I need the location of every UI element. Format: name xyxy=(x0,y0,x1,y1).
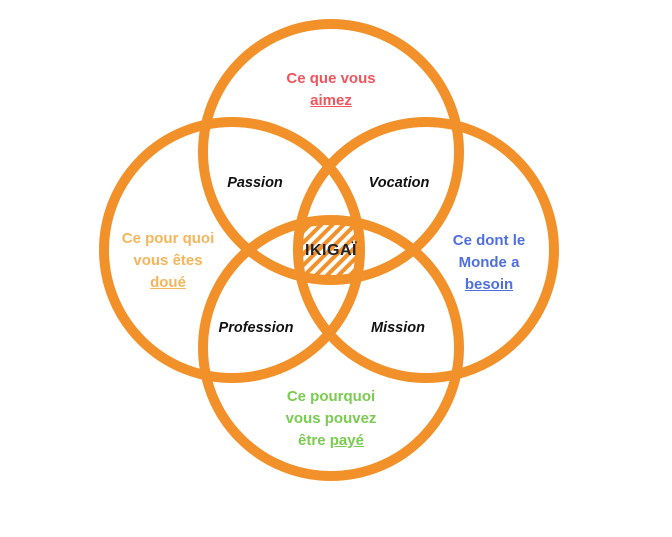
overlap-profession: Profession xyxy=(218,320,294,336)
label-paid-line2: vous pouvez xyxy=(285,410,377,427)
label-paid-line1: Ce pourquoi xyxy=(286,388,376,405)
circle-need xyxy=(293,117,559,383)
label-paid: Ce pourquoi vous pouvez être payé xyxy=(256,386,406,452)
label-good-line1: Ce pour quoi xyxy=(121,230,215,247)
center-hatch xyxy=(298,220,360,280)
label-need-underlined: besoin xyxy=(464,276,514,293)
circle-love xyxy=(198,19,464,285)
label-need: Ce dont le Monde a besoin xyxy=(424,230,554,296)
center-label: IKIGAÏ xyxy=(305,242,357,259)
label-good-underlined: doué xyxy=(150,274,186,291)
label-paid-underlined: payé xyxy=(329,432,364,449)
label-need-line2: Monde a xyxy=(458,254,520,271)
circle-paid xyxy=(198,215,464,481)
label-love: Ce que vous aimez xyxy=(256,68,406,112)
label-love-line1: Ce que vous xyxy=(286,70,376,87)
label-paid-line3-prefix: être xyxy=(298,432,330,449)
center-hatch-group xyxy=(298,220,360,280)
label-good-line2: vous êtes xyxy=(133,252,203,269)
overlap-vocation: Vocation xyxy=(368,175,430,191)
overlap-passion: Passion xyxy=(227,175,283,191)
label-love-underlined: aimez xyxy=(310,92,352,109)
label-good: Ce pour quoi vous êtes doué xyxy=(98,228,238,294)
circle-good xyxy=(99,117,365,383)
overlap-mission: Mission xyxy=(371,320,425,336)
label-need-line1: Ce dont le xyxy=(452,232,526,249)
